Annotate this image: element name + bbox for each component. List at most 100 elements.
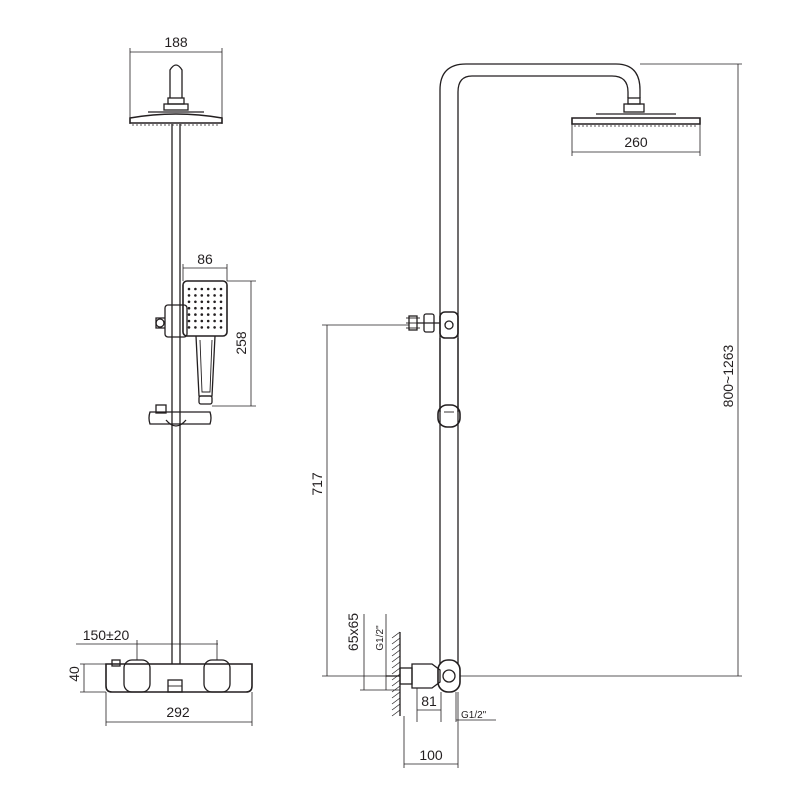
nozzle-dot xyxy=(187,306,191,310)
nozzle-dot xyxy=(187,326,191,329)
nozzle-dot xyxy=(187,294,191,297)
hatch-line xyxy=(391,697,401,705)
slider-bracket-front xyxy=(155,304,188,338)
label-81: 81 xyxy=(421,693,437,709)
nozzle-dot xyxy=(206,294,210,297)
nozzle-dot xyxy=(187,287,191,291)
nozzle-dot xyxy=(187,313,191,316)
label-800-1263: 800~1263 xyxy=(720,344,736,407)
nozzle-dot xyxy=(213,294,216,297)
hand-shower-front xyxy=(182,280,228,405)
nozzle-dot xyxy=(219,300,223,304)
nozzle-dot xyxy=(219,319,223,323)
label-188: 188 xyxy=(164,34,188,50)
hatch-line xyxy=(391,685,401,693)
nozzle-dot xyxy=(213,313,216,316)
label-86: 86 xyxy=(197,251,213,267)
nozzle-dot xyxy=(194,313,197,316)
nozzle-dot xyxy=(219,326,223,329)
label-100: 100 xyxy=(419,747,443,763)
nozzle-dot xyxy=(219,287,223,291)
nozzle-dot xyxy=(200,326,204,329)
wall-bracket-side xyxy=(406,311,459,339)
dim-g12-right: G1/2" xyxy=(455,692,496,722)
hatch-line xyxy=(391,703,401,711)
label-292: 292 xyxy=(166,704,190,720)
nozzle-dot xyxy=(213,287,216,291)
nozzle-dot xyxy=(206,319,210,323)
hatch-line xyxy=(391,673,401,681)
mixer-body-front xyxy=(105,659,253,693)
wall-hatch xyxy=(391,631,401,717)
label-258: 258 xyxy=(233,331,249,355)
shower-head-side xyxy=(571,97,701,127)
nozzle-dot xyxy=(200,313,204,316)
label-g12-right: G1/2" xyxy=(461,710,487,721)
nozzle-dot xyxy=(200,306,204,310)
hatch-line xyxy=(391,679,401,687)
nozzle-dot xyxy=(194,319,197,323)
dim-717: 717 xyxy=(309,324,409,677)
label-g12-left: G1/2" xyxy=(375,625,386,651)
hatch-line xyxy=(391,709,401,717)
hand-shower-nozzles xyxy=(187,287,223,329)
dim-800-1263: 800~1263 xyxy=(460,63,742,677)
dim-150: 150±20 xyxy=(76,627,218,660)
nozzle-dot xyxy=(213,319,216,323)
label-150: 150±20 xyxy=(83,627,130,643)
nozzle-dot xyxy=(194,306,197,310)
shower-head-front xyxy=(129,64,223,126)
hatch-line xyxy=(391,631,401,639)
dim-81: 81 xyxy=(416,688,442,722)
nozzle-dot xyxy=(187,300,191,304)
hatch-line xyxy=(391,649,401,657)
nozzle-dot xyxy=(200,319,204,323)
hatch-line xyxy=(391,643,401,651)
nozzle-dot xyxy=(219,306,223,310)
riser-pipe-side xyxy=(439,63,641,664)
nozzle-dot xyxy=(213,306,216,310)
nozzle-dot xyxy=(206,313,210,316)
nozzle-dot xyxy=(200,287,204,291)
nozzle-dot xyxy=(206,287,210,291)
nozzle-dot xyxy=(206,306,210,310)
nozzle-dot xyxy=(187,319,191,323)
dim-188: 188 xyxy=(129,34,223,124)
front-view: 188 xyxy=(66,34,256,726)
label-40: 40 xyxy=(66,666,82,682)
nozzle-dot xyxy=(200,294,204,297)
dim-260: 260 xyxy=(571,124,701,156)
label-717: 717 xyxy=(309,472,325,496)
hatch-line xyxy=(391,655,401,663)
dim-292: 292 xyxy=(105,692,253,726)
dim-258: 258 xyxy=(212,280,256,407)
nozzle-dot xyxy=(219,313,223,316)
nozzle-dot xyxy=(206,300,210,304)
nozzle-dot xyxy=(200,300,204,304)
nozzle-dot xyxy=(194,300,197,304)
side-view: 260 xyxy=(309,63,742,768)
nozzle-dot xyxy=(194,326,197,329)
hatch-line xyxy=(391,667,401,675)
dim-g12-left: G1/2" xyxy=(375,614,387,690)
nozzle-dot xyxy=(213,326,216,329)
nozzle-dot xyxy=(213,300,216,304)
nozzle-dot xyxy=(194,287,197,291)
dim-86: 86 xyxy=(182,251,228,281)
riser-pipe-front xyxy=(171,124,181,664)
slide-bar-side xyxy=(437,338,461,428)
hatch-line xyxy=(391,691,401,699)
nozzle-dot xyxy=(206,326,210,329)
dim-40: 40 xyxy=(66,663,106,693)
hand-shower-holder-front xyxy=(148,404,212,427)
dim-65x65: 65x65 xyxy=(345,613,400,691)
wall-section xyxy=(391,631,401,717)
label-260: 260 xyxy=(624,134,648,150)
nozzle-dot xyxy=(194,294,197,297)
label-65x65: 65x65 xyxy=(345,613,361,651)
dim-100: 100 xyxy=(403,692,459,768)
nozzle-dot xyxy=(219,294,223,297)
hatch-line xyxy=(391,637,401,645)
